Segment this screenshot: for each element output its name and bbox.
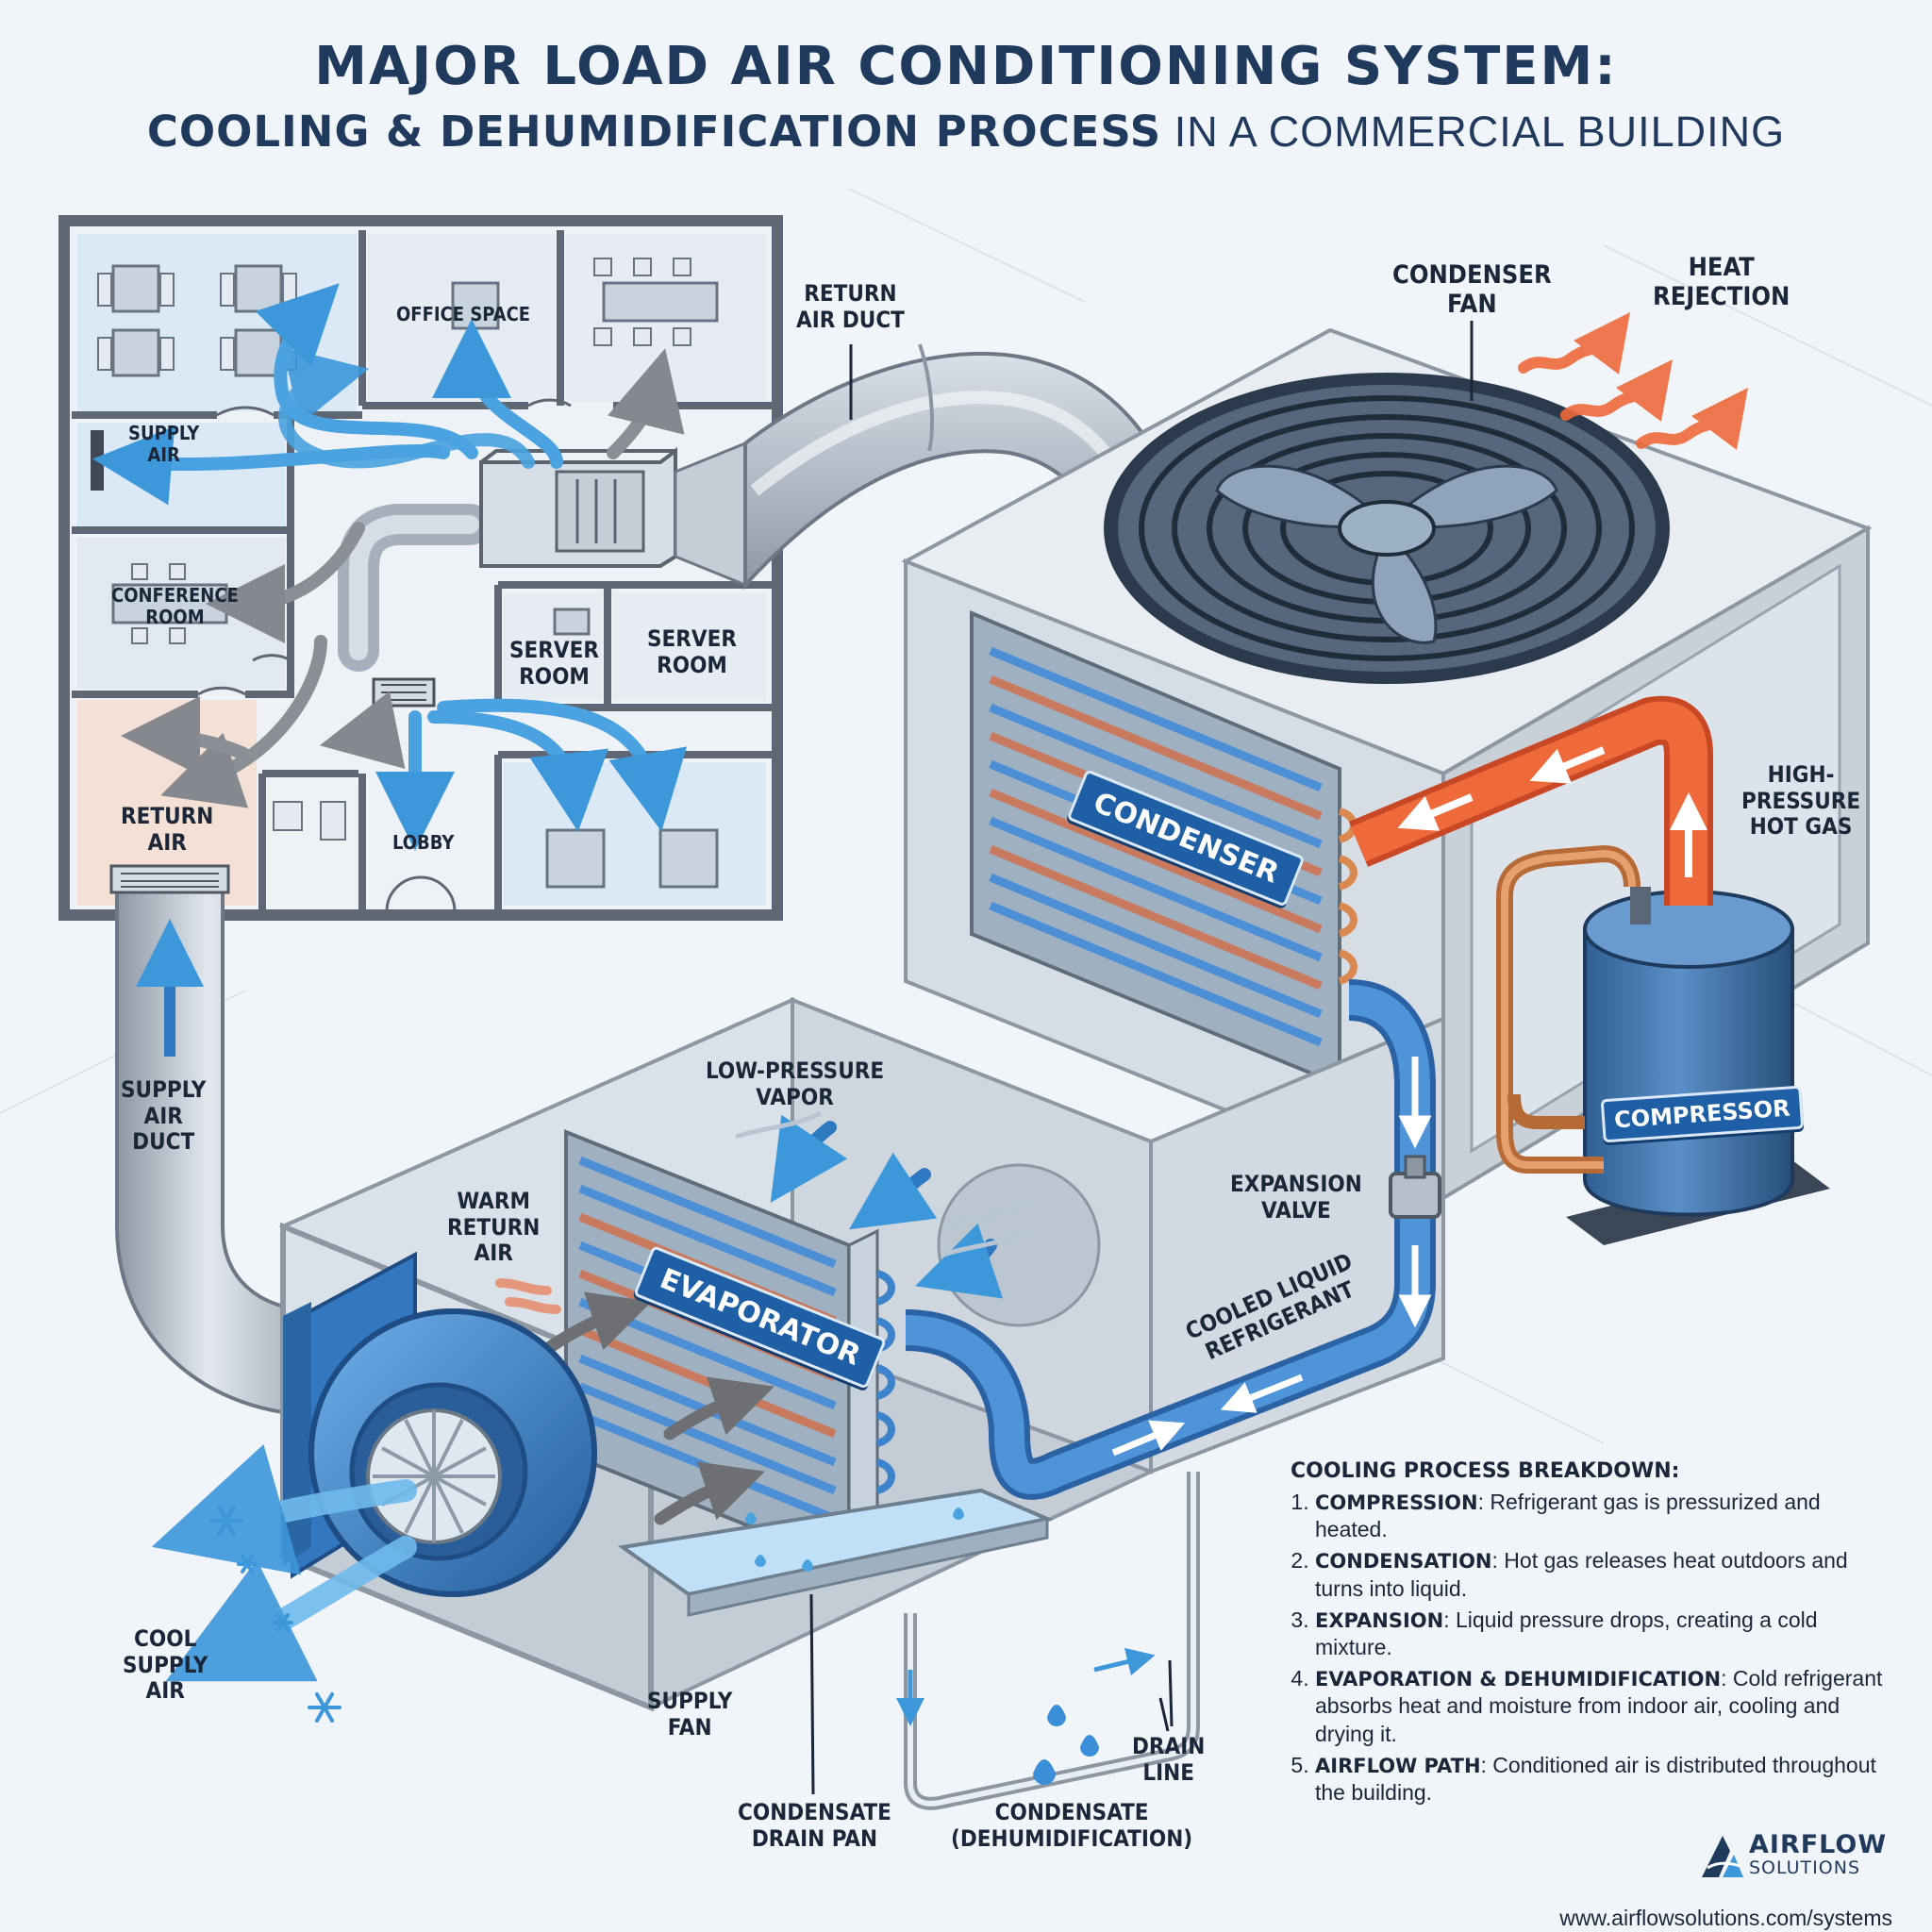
breakdown-step: EXPANSION: Liquid pressure drops, creati… [1315, 1607, 1894, 1661]
conference-room-label: CONFERENCE ROOM [111, 584, 239, 628]
supply-fan-label: SUPPLY FAN [647, 1688, 733, 1740]
drain-line-label: DRAIN LINE [1132, 1733, 1206, 1786]
return-air-duct-label: RETURN AIR DUCT [796, 280, 905, 333]
office-space-label: OFFICE SPACE [396, 303, 531, 325]
step-term: EXPANSION [1315, 1608, 1444, 1632]
drain-line [896, 1472, 1200, 1810]
floorplan-return-arrows [121, 348, 685, 808]
logo-mark-icon [1702, 1836, 1743, 1877]
warm-return-air-label: WARM RETURN AIR [447, 1188, 541, 1267]
leader-lines [809, 321, 1474, 1795]
heat-rejection-label: HEAT REJECTION [1653, 253, 1790, 312]
server-room-label-2: SERVER ROOM [647, 625, 738, 678]
expansion-valve-label: EXPANSION VALVE [1230, 1171, 1362, 1224]
airflow-wisps [735, 1110, 1030, 1257]
supply-air-duct-label: SUPPLY AIR DUCT [121, 1076, 207, 1156]
condensing-unit [901, 327, 1873, 1202]
floor-plan [58, 215, 783, 921]
page-title: MAJOR LOAD AIR CONDITIONING SYSTEM: COOL… [0, 36, 1932, 157]
step-term: EVAPORATION & DEHUMIDIFICATION [1315, 1668, 1722, 1691]
airflow-solutions-logo: AIRFLOW SOLUTIONS [1698, 1826, 1906, 1887]
step-term: CONDENSATION [1315, 1550, 1492, 1574]
breakdown-step: EVAPORATION & DEHUMIDIFICATION: Cold ref… [1315, 1665, 1894, 1748]
title-line-2: COOLING & DEHUMIDIFICATION PROCESS IN A … [0, 107, 1932, 157]
heat-rejection-arrows [1518, 312, 1749, 451]
snowflake-icons [209, 1506, 341, 1723]
compressor [1566, 887, 1830, 1245]
brand-sub: SOLUTIONS [1749, 1857, 1860, 1878]
low-pressure-vapor-arrows [770, 1114, 1004, 1299]
supply-grille-wall [91, 430, 104, 491]
title-line-2-rest: IN A COMMERCIAL BUILDING [1161, 108, 1786, 156]
step-term: COMPRESSION [1315, 1491, 1478, 1514]
condenser-fan-blades [1215, 464, 1558, 644]
breakdown-title: COOLING PROCESS BREAKDOWN: [1291, 1459, 1680, 1483]
title-line-2-strong: COOLING & DEHUMIDIFICATION PROCESS [146, 107, 1162, 157]
air-handler-unit [479, 447, 677, 568]
supply-air-duct [109, 864, 323, 1418]
low-pressure-vapor-label: LOW-PRESSURE VAPOR [706, 1058, 885, 1110]
cooling-process-breakdown: COOLING PROCESS BREAKDOWN: COMPRESSION: … [1291, 1458, 1894, 1810]
brand-url[interactable]: www.airflowsolutions.com/systems [1559, 1906, 1892, 1930]
step-text: : Conditioned air is distributed through… [1315, 1752, 1876, 1805]
condenser-fan-label: CONDENSER FAN [1392, 260, 1552, 320]
step-text: : Liquid pressure drops, creating a cold… [1315, 1607, 1818, 1659]
step-text: : Refrigerant gas is pressurized and hea… [1315, 1489, 1821, 1542]
breakdown-step: COMPRESSION: Refrigerant gas is pressuri… [1315, 1489, 1894, 1543]
step-term: AIRFLOW PATH [1315, 1754, 1481, 1777]
condensate-drain-pan [617, 1488, 1054, 1617]
cool-supply-air-label: COOL SUPPLY AIR [123, 1625, 208, 1705]
liquid-line [905, 979, 1441, 1500]
high-pressure-hot-gas-label: HIGH- PRESSURE HOT GAS [1741, 761, 1861, 841]
lobby-label: LOBBY [392, 831, 455, 854]
warm-return-air-arrows [541, 1291, 774, 1525]
hot-gas-pipe [1348, 695, 1713, 906]
expansion-valve [1389, 1172, 1441, 1219]
condensate-drain-pan-label: CONDENSATE DRAIN PAN [738, 1799, 891, 1852]
condensate-dehumidification-label: CONDENSATE (DEHUMIDIFICATION) [951, 1799, 1193, 1852]
breakdown-step: AIRFLOW PATH: Conditioned air is distrib… [1315, 1752, 1894, 1807]
breakdown-step: CONDENSATION: Hot gas releases heat outd… [1315, 1547, 1894, 1602]
server-room-label-1: SERVER ROOM [509, 637, 600, 690]
floorplan-supply-arrows [92, 283, 688, 851]
breakdown-list: COMPRESSION: Refrigerant gas is pressuri… [1291, 1489, 1894, 1807]
step-text: : Cold refrigerant absorbs heat and mois… [1315, 1666, 1883, 1746]
return-air-duct [674, 343, 1182, 591]
supply-air-room-label: SUPPLY AIR [128, 422, 200, 466]
brand-name: AIRFLOW [1749, 1830, 1888, 1859]
title-line-1: MAJOR LOAD AIR CONDITIONING SYSTEM: [314, 36, 1618, 97]
blower-opening [937, 1163, 1101, 1327]
return-air-room-label: RETURN AIR [121, 803, 214, 856]
step-text: : Hot gas releases heat outdoors and tur… [1315, 1548, 1848, 1601]
